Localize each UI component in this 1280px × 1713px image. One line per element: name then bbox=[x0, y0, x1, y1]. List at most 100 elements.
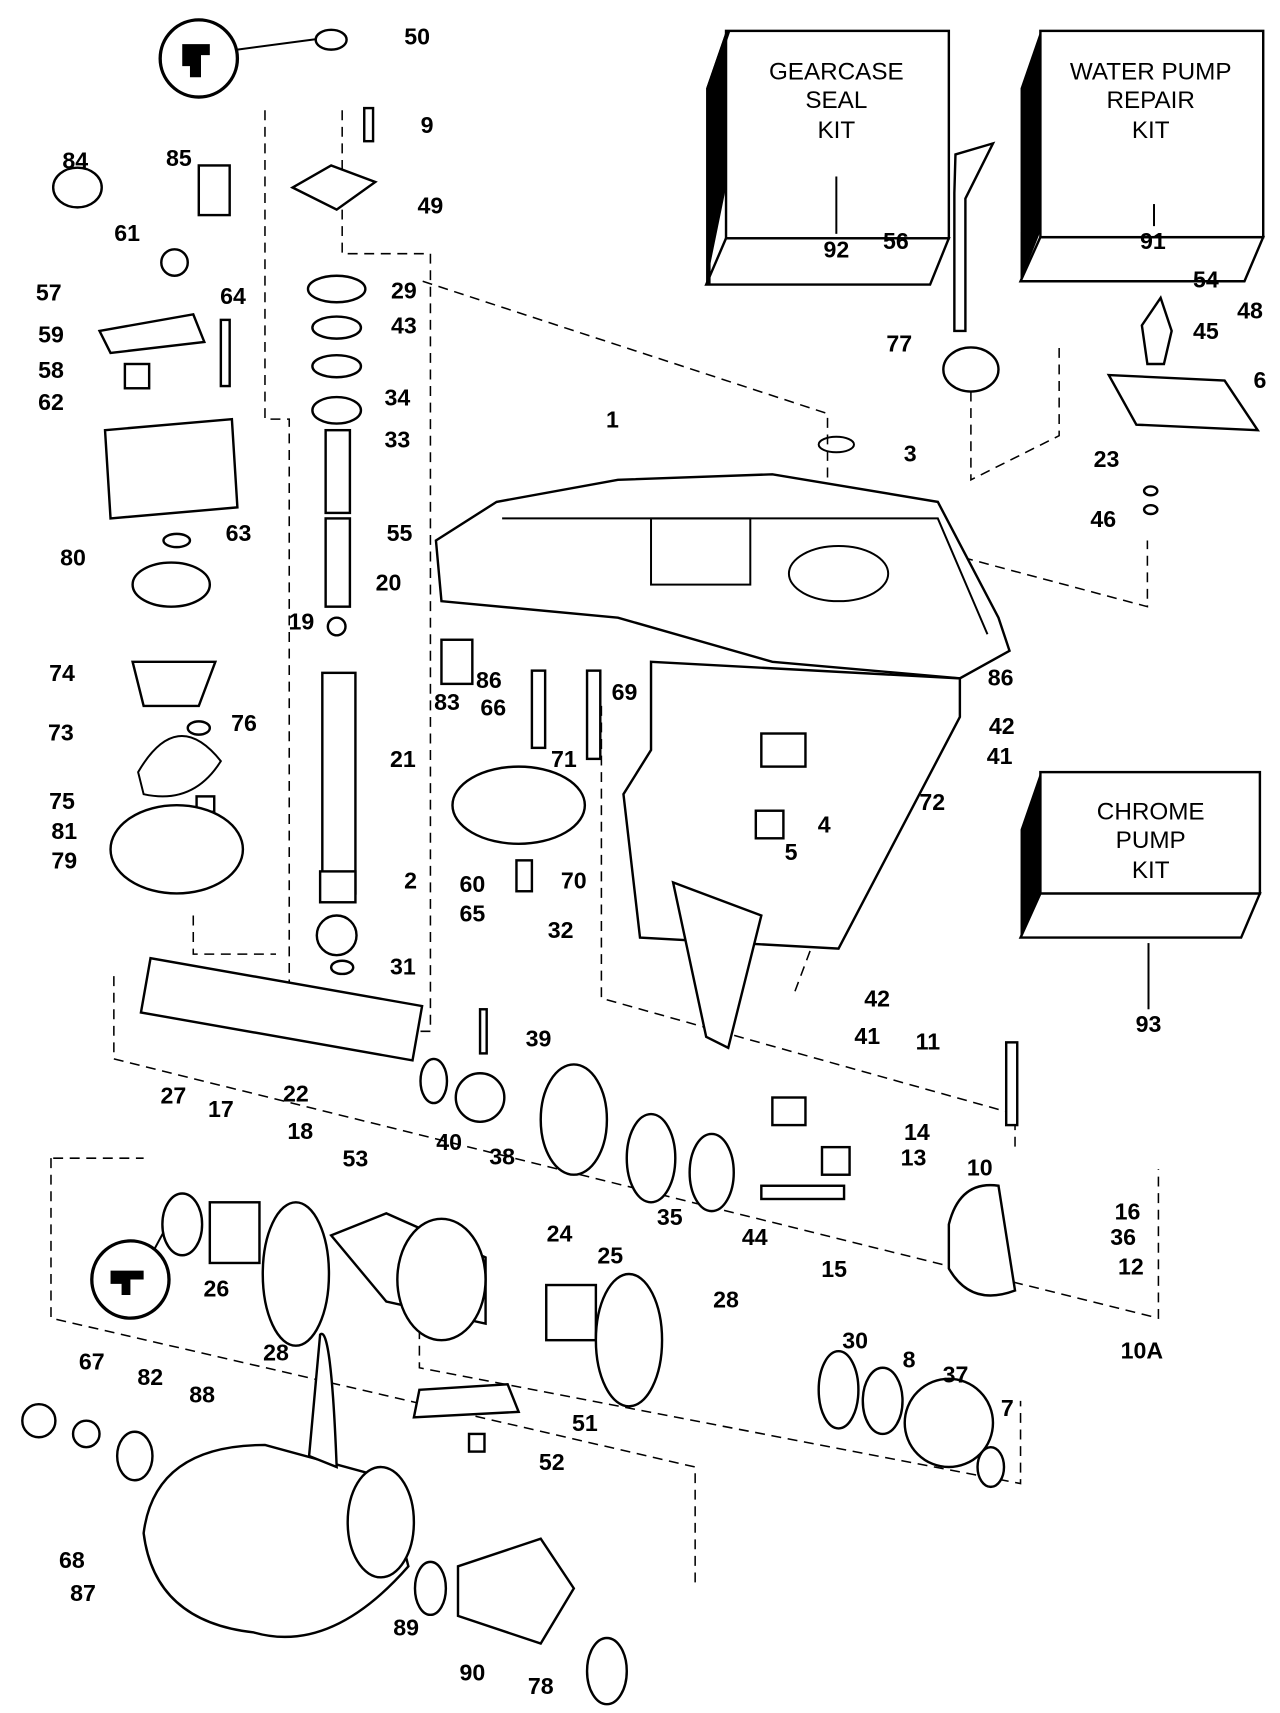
callout-number: 11 bbox=[916, 1029, 941, 1055]
callout-number: 34 bbox=[384, 384, 410, 410]
gearcase-seal-kit-line-1: GEARCASE bbox=[769, 58, 904, 85]
callout-number: 66 bbox=[480, 694, 506, 720]
sealant-tube-icon bbox=[158, 18, 321, 99]
callout-number: 86 bbox=[476, 667, 502, 693]
chrome-pump-kit-line-1: CHROME bbox=[1097, 799, 1205, 826]
callout-number: 37 bbox=[943, 1362, 969, 1388]
callout-number: 52 bbox=[539, 1449, 565, 1475]
callout-number: 62 bbox=[38, 389, 64, 415]
callout-number: 58 bbox=[38, 357, 64, 383]
callout-number: 81 bbox=[51, 818, 77, 844]
callout-number: 48 bbox=[1237, 297, 1263, 323]
callout-number: 32 bbox=[548, 917, 574, 943]
callout-number: 27 bbox=[161, 1083, 187, 1109]
callout-number: 90 bbox=[459, 1660, 485, 1686]
gearcase-seal-kit-line-2: SEAL bbox=[805, 87, 867, 114]
callout-number: 46 bbox=[1090, 506, 1116, 532]
callout-number: 82 bbox=[137, 1364, 163, 1390]
callout-number: 19 bbox=[288, 608, 314, 634]
callout-number: 16 bbox=[1115, 1198, 1141, 1224]
callout-number: 40 bbox=[436, 1129, 462, 1155]
callout-number: 65 bbox=[459, 901, 485, 927]
callout-number: 10 bbox=[967, 1154, 993, 1180]
callout-number: 84 bbox=[62, 147, 88, 173]
callout-number: 22 bbox=[283, 1080, 309, 1106]
callout-number: 67 bbox=[79, 1348, 105, 1374]
callout-number: 43 bbox=[391, 313, 417, 339]
callout-number: 78 bbox=[528, 1673, 554, 1699]
callout-number: 10A bbox=[1121, 1337, 1164, 1363]
callout-number: 64 bbox=[220, 283, 246, 309]
callout-number: 29 bbox=[391, 277, 417, 303]
callout-number: 21 bbox=[390, 746, 416, 772]
callout-number: 73 bbox=[48, 720, 74, 746]
callout-number: 49 bbox=[418, 192, 444, 218]
callout-number: 12 bbox=[1118, 1254, 1144, 1280]
callout-number: 2 bbox=[404, 868, 417, 894]
callout-number: 30 bbox=[842, 1328, 868, 1354]
water-pump-kit-line-1: WATER PUMP bbox=[1070, 58, 1232, 85]
callout-number: 50 bbox=[404, 24, 430, 50]
callout-number: 28 bbox=[263, 1340, 289, 1366]
callout-number: 63 bbox=[226, 520, 252, 546]
gearcase-seal-kit-box bbox=[704, 29, 951, 286]
callout-number: 44 bbox=[742, 1224, 768, 1250]
chrome-pump-kit-line-2: PUMP bbox=[1116, 827, 1186, 854]
callout-number: 54 bbox=[1193, 266, 1219, 292]
callout-number: 59 bbox=[38, 322, 64, 348]
callout-number: 89 bbox=[393, 1614, 419, 1640]
gearcase-housing bbox=[434, 473, 1011, 1050]
kit-reference-number: 93 bbox=[1136, 1011, 1162, 1037]
callout-number: 68 bbox=[59, 1547, 85, 1573]
kit-reference-number: 92 bbox=[823, 237, 849, 263]
callout-number: 60 bbox=[459, 871, 485, 897]
callout-number: 56 bbox=[883, 228, 909, 254]
callout-number: 42 bbox=[989, 713, 1015, 739]
callout-number: 72 bbox=[919, 789, 945, 815]
callout-number: 45 bbox=[1193, 318, 1219, 344]
callout-number: 17 bbox=[208, 1096, 234, 1122]
callout-number: 4 bbox=[818, 811, 831, 837]
callout-number: 85 bbox=[166, 145, 192, 171]
callout-number: 74 bbox=[49, 660, 75, 686]
callout-number: 33 bbox=[384, 426, 410, 452]
callout-number: 55 bbox=[387, 520, 413, 546]
callout-number: 36 bbox=[1110, 1224, 1136, 1250]
callout-number: 77 bbox=[886, 330, 912, 356]
callout-number: 31 bbox=[390, 954, 416, 980]
callout-number: 18 bbox=[287, 1118, 313, 1144]
water-pump-kit-line-2: REPAIR bbox=[1106, 87, 1195, 114]
callout-number: 14 bbox=[904, 1119, 930, 1145]
water-pump-kit-line-3: KIT bbox=[1132, 117, 1170, 144]
callout-number: 5 bbox=[785, 839, 798, 865]
callout-number: 28 bbox=[713, 1287, 739, 1313]
water-pump-repair-kit-box bbox=[1018, 29, 1266, 283]
callout-number: 25 bbox=[597, 1243, 623, 1269]
callout-number: 15 bbox=[821, 1256, 847, 1282]
callout-number: 88 bbox=[189, 1382, 215, 1408]
chrome-pump-kit-line-3: KIT bbox=[1132, 857, 1170, 884]
callout-number: 26 bbox=[204, 1276, 230, 1302]
callout-number: 70 bbox=[561, 868, 587, 894]
callout-number: 9 bbox=[421, 112, 434, 138]
sealant-tube-icon bbox=[90, 1207, 178, 1320]
callout-number: 24 bbox=[547, 1221, 573, 1247]
callout-number: 79 bbox=[51, 848, 77, 874]
gearcase-seal-kit-line-3: KIT bbox=[817, 117, 855, 144]
callout-number: 1 bbox=[606, 406, 619, 432]
callout-number: 6 bbox=[1253, 367, 1266, 393]
callout-number: 53 bbox=[343, 1146, 369, 1172]
callout-number: 35 bbox=[657, 1204, 683, 1230]
callout-number: 75 bbox=[49, 788, 75, 814]
callout-number: 80 bbox=[60, 544, 86, 570]
callout-number: 20 bbox=[376, 570, 402, 596]
callout-number: 7 bbox=[1001, 1395, 1014, 1421]
callout-number: 39 bbox=[526, 1025, 552, 1051]
callout-number: 69 bbox=[612, 679, 638, 705]
parts bbox=[21, 28, 1261, 1706]
assembly-guide-lines bbox=[50, 110, 1160, 1589]
callout-number: 87 bbox=[70, 1580, 96, 1606]
callout-number: 61 bbox=[114, 220, 140, 246]
